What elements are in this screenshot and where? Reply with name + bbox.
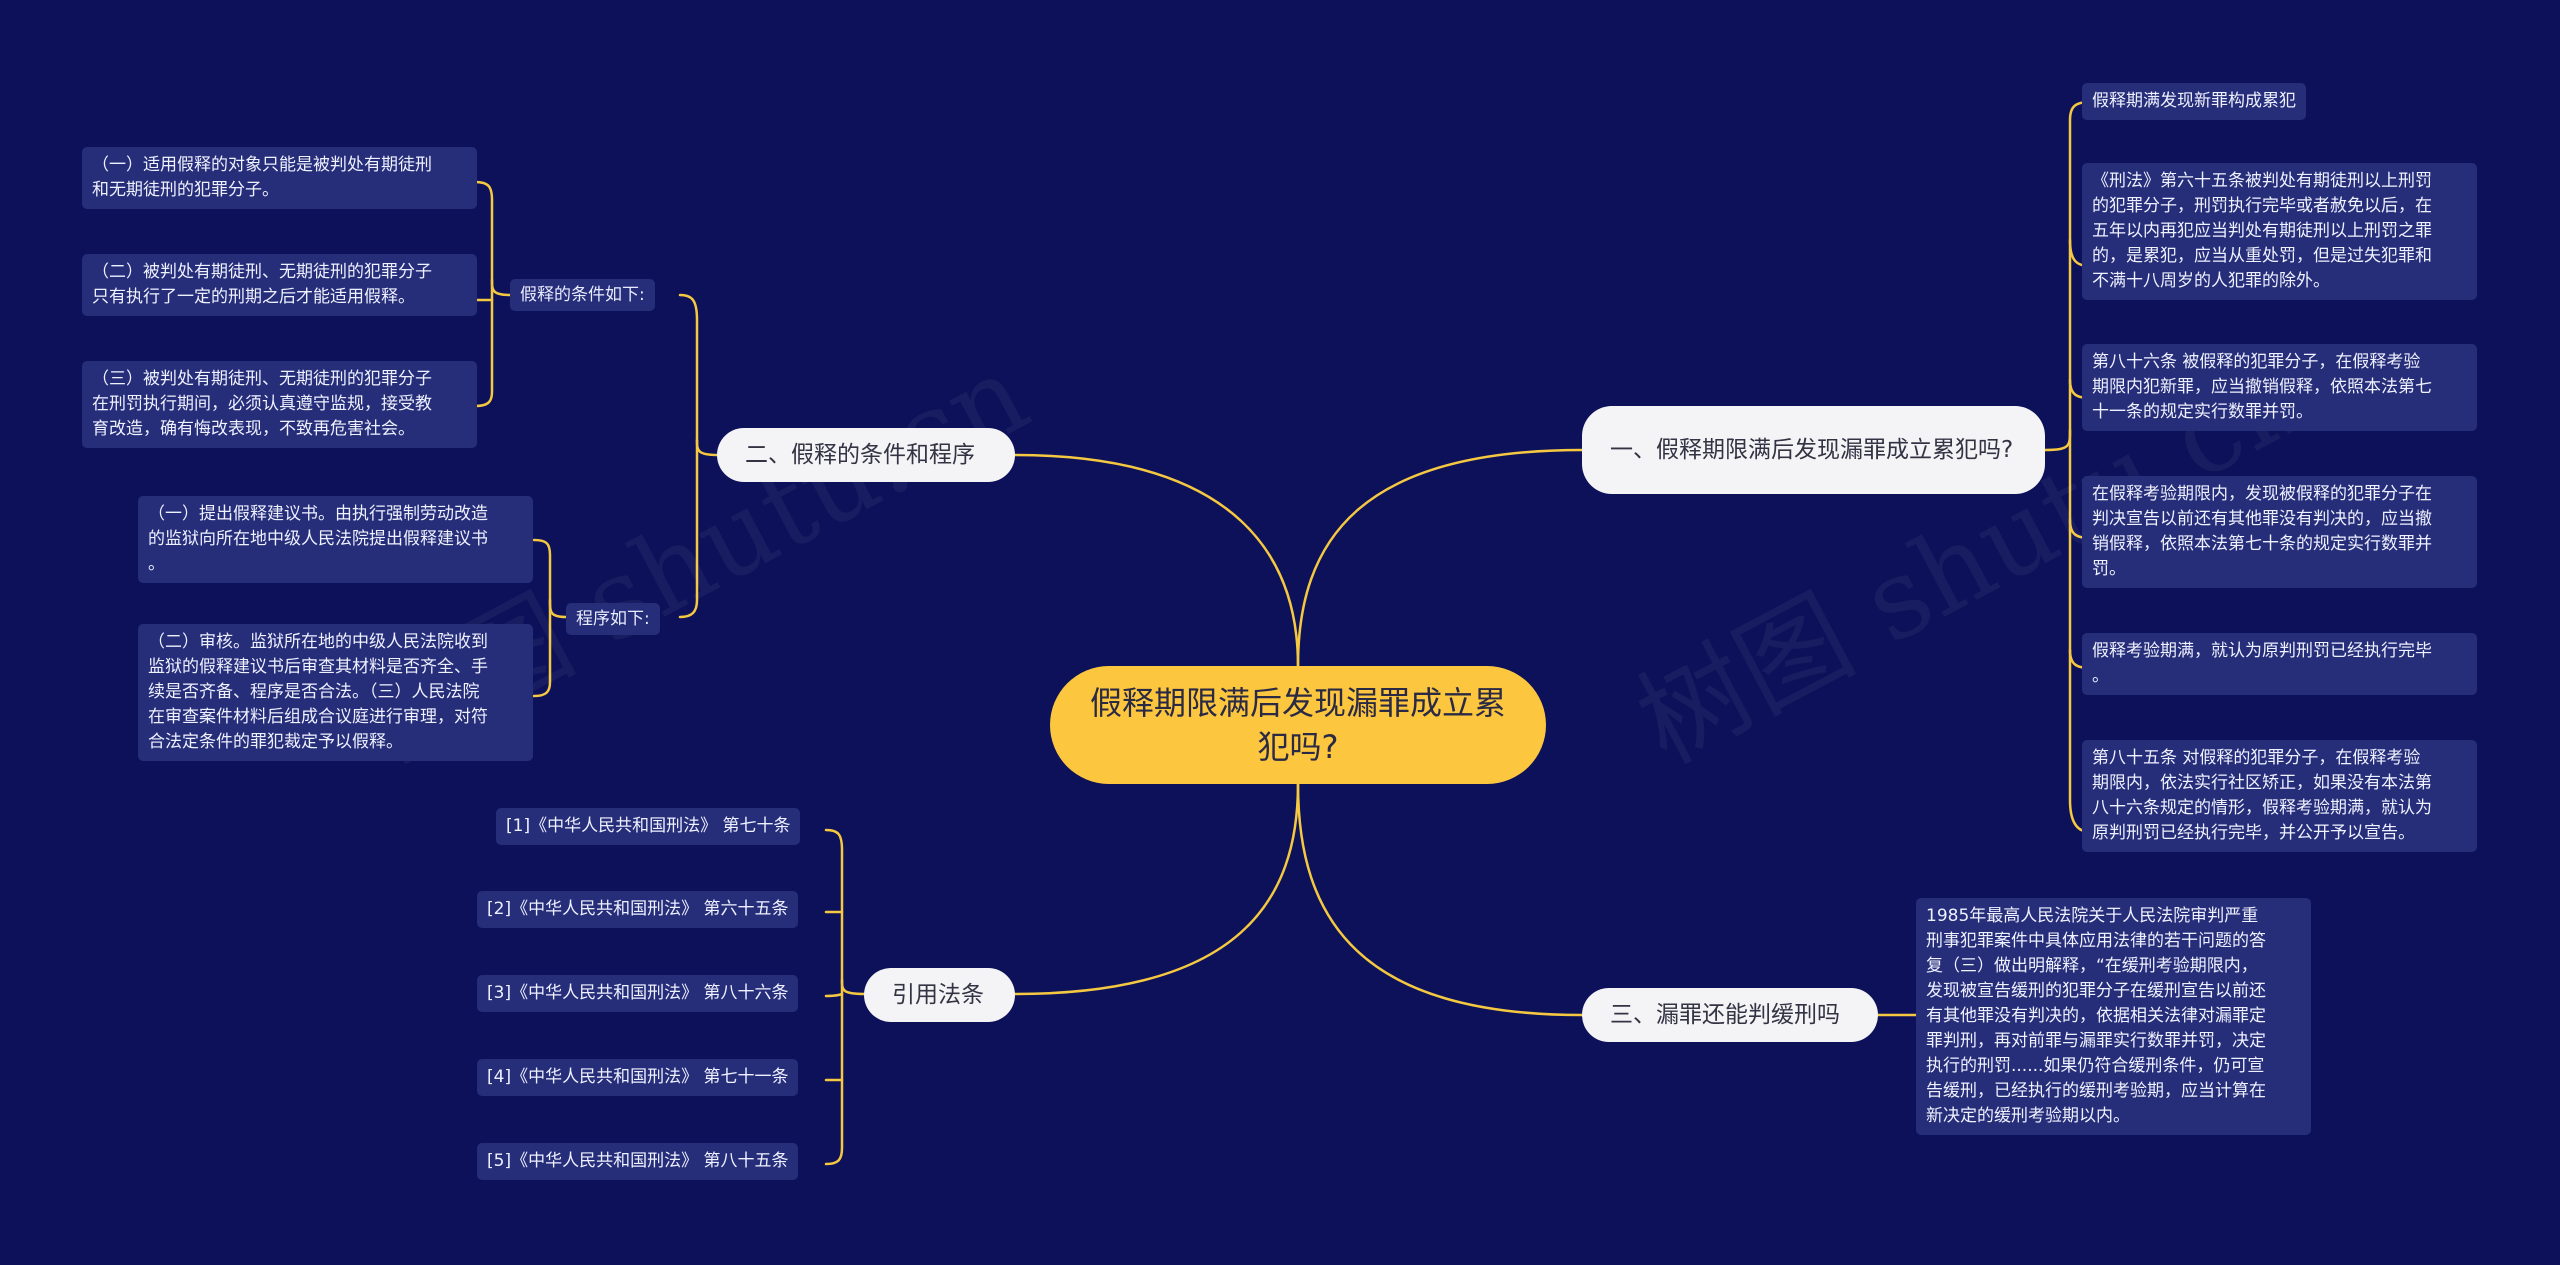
b1-leaf-1[interactable]: 假释期满发现新罪构成累犯	[2082, 83, 2306, 120]
b1-leaf-5[interactable]: 假释考验期满，就认为原判刑罚已经执行完毕 。	[2082, 633, 2477, 695]
branch-b4-label: 引用法条	[892, 982, 984, 1008]
b2-cond-leaf-1[interactable]: （一）适用假释的对象只能是被判处有期徒刑 和无期徒刑的犯罪分子。	[82, 147, 477, 209]
b4-leaf-3[interactable]: [3]《中华人民共和国刑法》 第八十六条	[477, 975, 799, 1012]
b2-sub-conditions[interactable]: 假释的条件如下:	[510, 279, 655, 311]
b4-leaf-2[interactable]: [2]《中华人民共和国刑法》 第六十五条	[477, 891, 799, 928]
branch-b1[interactable]: 一、假释期限满后发现漏罪成立累犯吗?	[1582, 406, 2045, 494]
b2-cond-leaf-2[interactable]: （二）被判处有期徒刑、无期徒刑的犯罪分子 只有执行了一定的刑期之后才能适用假释。	[82, 254, 477, 316]
b3-leaf-1[interactable]: 1985年最高人民法院关于人民法院审判严重 刑事犯罪案件中具体应用法律的若干问题…	[1916, 898, 2311, 1135]
b1-leaf-2[interactable]: 《刑法》第六十五条被判处有期徒刑以上刑罚 的犯罪分子，刑罚执行完毕或者赦免以后，…	[2082, 163, 2477, 300]
branch-b2-label: 二、假释的条件和程序	[745, 442, 975, 468]
b1-leaf-4[interactable]: 在假释考验期限内，发现被假释的犯罪分子在 判决宣告以前还有其他罪没有判决的，应当…	[2082, 476, 2477, 588]
b1-leaf-6[interactable]: 第八十五条 对假释的犯罪分子，在假释考验 期限内，依法实行社区矫正，如果没有本法…	[2082, 740, 2477, 852]
b4-leaf-4[interactable]: [4]《中华人民共和国刑法》 第七十一条	[477, 1059, 799, 1096]
link-root-b3	[1296, 782, 1584, 1017]
branch-b1-label: 一、假释期限满后发现漏罪成立累犯吗?	[1610, 437, 2014, 463]
link-sub2-bracket	[532, 538, 568, 619]
b4-leaf-1[interactable]: [1]《中华人民共和国刑法》 第七十条	[496, 808, 801, 845]
b4-leaf-5[interactable]: [5]《中华人民共和国刑法》 第八十五条	[477, 1143, 799, 1180]
branch-b4[interactable]: 引用法条	[864, 968, 1015, 1022]
branch-b2[interactable]: 二、假释的条件和程序	[717, 428, 1015, 482]
link-root-b4	[1013, 782, 1300, 996]
link-root-b1	[1296, 448, 1584, 668]
branch-b3[interactable]: 三、漏罪还能判缓刑吗	[1582, 988, 1878, 1042]
link-sub1-bracket	[473, 180, 512, 297]
b2-proc-leaf-1[interactable]: （一）提出假释建议书。由执行强制劳动改造 的监狱向所在地中级人民法院提出假释建议…	[138, 496, 533, 583]
link-root-b2	[1013, 453, 1300, 668]
root-topic[interactable]: 假释期限满后发现漏罪成立累犯吗?	[1050, 666, 1546, 784]
link-b4-bracket	[824, 828, 866, 996]
b2-cond-leaf-3[interactable]: （三）被判处有期徒刑、无期徒刑的犯罪分子 在刑罚执行期间，必须认真遵守监规，接受…	[82, 361, 477, 448]
b2-proc-leaf-2[interactable]: （二）审核。监狱所在地的中级人民法院收到 监狱的假释建议书后审查其材料是否齐全、…	[138, 624, 533, 761]
b2-sub-procedure[interactable]: 程序如下:	[566, 603, 660, 635]
link-b2-subs	[678, 293, 719, 457]
b1-leaf-3[interactable]: 第八十六条 被假释的犯罪分子，在假释考验 期限内犯新罪，应当撤销假释，依照本法第…	[2082, 344, 2477, 431]
link-b1-bracket	[2043, 100, 2092, 452]
branch-b3-label: 三、漏罪还能判缓刑吗	[1610, 1002, 1840, 1028]
